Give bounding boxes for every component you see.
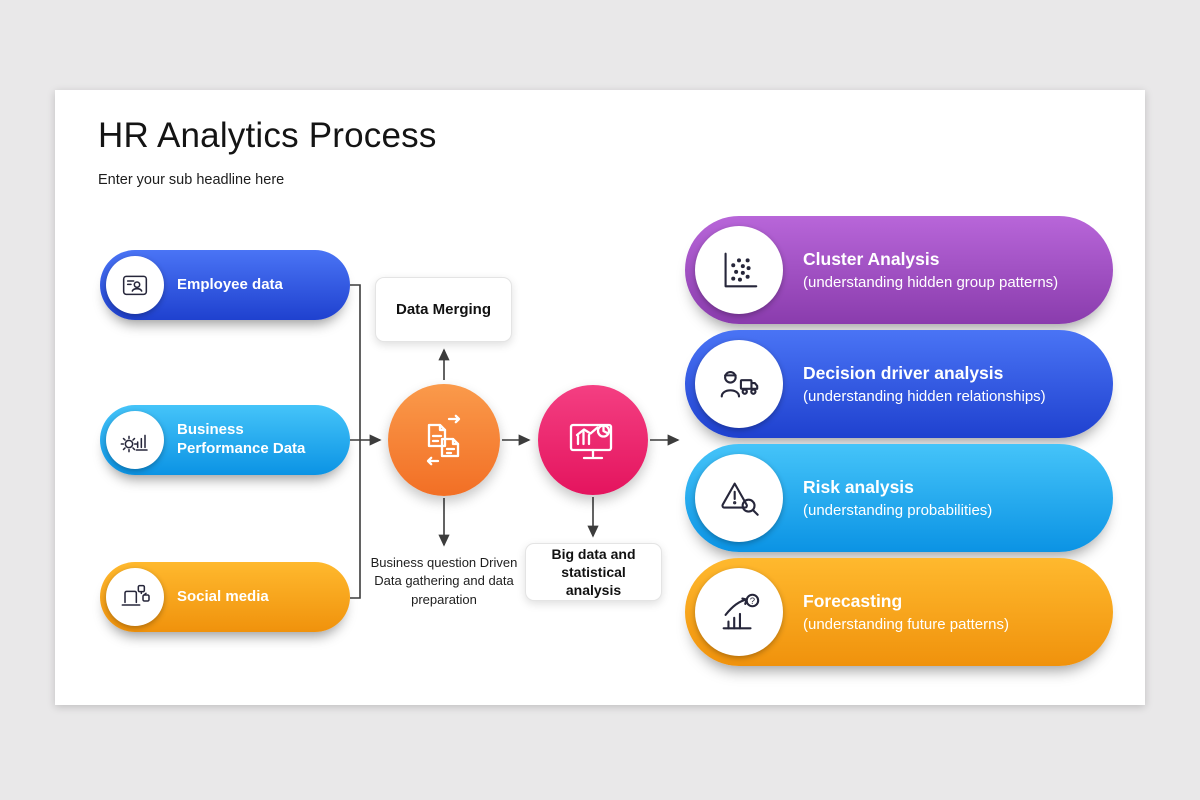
output-text: Forecasting (understanding future patter…: [783, 591, 1017, 633]
source-label: Employee data: [177, 275, 283, 293]
output-text: Cluster Analysis (understanding hidden g…: [783, 249, 1066, 291]
output-pill-forecasting: ? Forecasting (understanding future patt…: [685, 558, 1113, 666]
page-subtitle: Enter your sub headline here: [98, 172, 285, 188]
slide-canvas: HR Analytics Process Enter your sub head…: [55, 90, 1145, 705]
source-pill-social-media: Social media: [100, 562, 350, 632]
merge-documents-icon: [388, 384, 500, 496]
output-text: Decision driver analysis (understanding …: [783, 363, 1054, 405]
source-pill-employee-data: Employee data: [100, 250, 350, 320]
output-pill-decision-driver: Decision driver analysis (understanding …: [685, 330, 1113, 438]
source-label: Business Performance Data: [177, 421, 306, 457]
output-pill-risk-analysis: Risk analysis (understanding probabiliti…: [685, 444, 1113, 552]
employee-card-icon: [106, 256, 164, 314]
gear-chart-icon: [106, 411, 164, 469]
output-title: Decision driver analysis: [803, 363, 1004, 383]
analytics-monitor-icon: [538, 385, 648, 495]
output-text: Risk analysis (understanding probabiliti…: [783, 477, 1000, 519]
source-pill-business-performance: Business Performance Data: [100, 405, 350, 475]
data-merging-label: Data Merging: [375, 277, 512, 342]
scatter-plot-icon: [695, 226, 783, 314]
driver-truck-icon: [695, 340, 783, 428]
gathering-caption: Business question Driven Data gathering …: [370, 555, 518, 607]
page-title: HR Analytics Process: [98, 116, 437, 155]
output-pill-cluster-analysis: Cluster Analysis (understanding hidden g…: [685, 216, 1113, 324]
warning-magnifier-icon: [695, 454, 783, 542]
social-share-icon: [106, 568, 164, 626]
output-subtitle: (understanding probabilities): [803, 502, 993, 519]
output-subtitle: (understanding future patterns): [803, 616, 1009, 633]
source-label: Social media: [177, 587, 269, 605]
output-title: Forecasting: [803, 591, 903, 611]
output-title: Risk analysis: [803, 477, 914, 497]
forecast-chart-icon: ?: [695, 568, 783, 656]
output-title: Cluster Analysis: [803, 249, 940, 269]
output-subtitle: (understanding hidden group patterns): [803, 274, 1059, 291]
big-data-label: Big data and statistical analysis: [525, 543, 662, 601]
output-subtitle: (understanding hidden relationships): [803, 388, 1046, 405]
svg-text:?: ?: [750, 596, 755, 607]
